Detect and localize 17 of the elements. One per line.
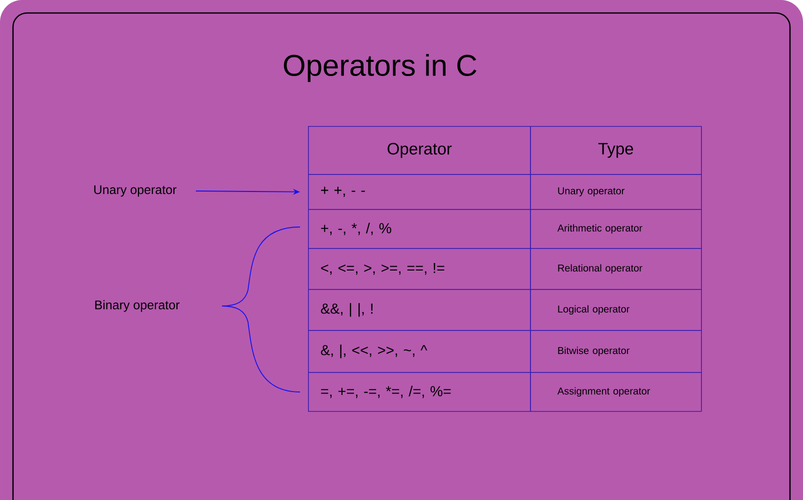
type-cell: Relational operator bbox=[530, 248, 702, 290]
type-cell: Bitwise operator bbox=[530, 330, 702, 373]
header-cell: Type bbox=[530, 126, 702, 175]
header-cell: Operator bbox=[308, 126, 531, 175]
type-cell: Unary operator bbox=[530, 174, 702, 210]
type-cell: Assignment operator bbox=[530, 372, 702, 412]
title: Operators in C bbox=[284, 54, 476, 82]
side-label: Binary operator bbox=[95, 300, 180, 312]
operator-cell: =, +=, -=, *=, /=, %= bbox=[308, 372, 531, 412]
type-cell: Logical operator bbox=[530, 289, 702, 331]
operator-cell: +, -, *, /, % bbox=[308, 209, 531, 249]
operator-cell: &&, | |, ! bbox=[308, 289, 531, 331]
operator-cell: + +, - - bbox=[308, 174, 531, 210]
operator-cell: <, <=, >, >=, ==, != bbox=[308, 248, 531, 290]
operator-cell: &, |, <<, >>, ~, ^ bbox=[308, 330, 531, 373]
type-cell: Arithmetic operator bbox=[530, 209, 702, 249]
side-label: Unary operator bbox=[94, 185, 176, 197]
